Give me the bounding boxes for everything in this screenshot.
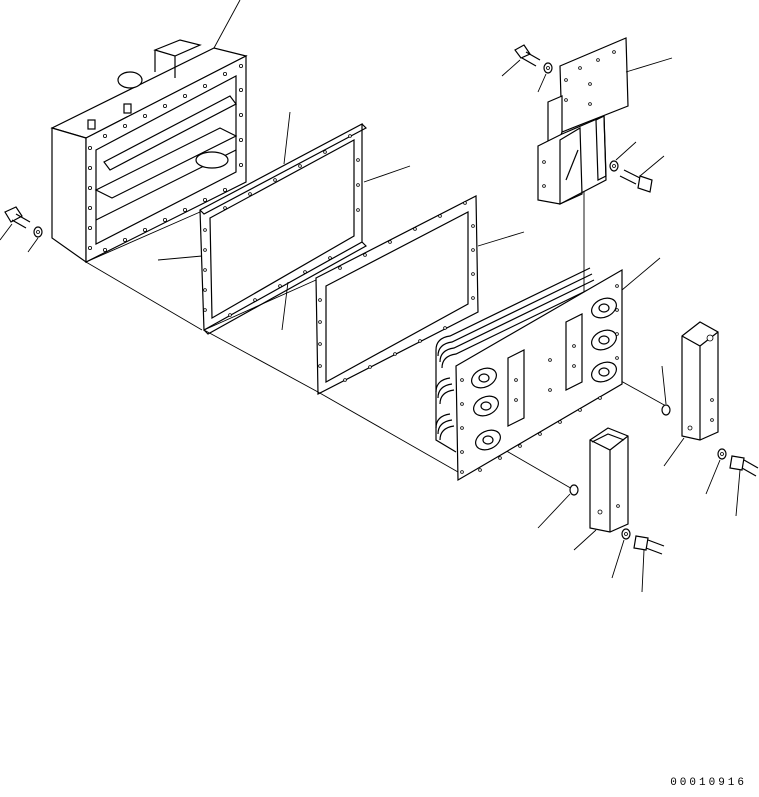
housing-gasket <box>157 111 411 335</box>
left-cover <box>573 427 629 551</box>
housing-flange-holes <box>88 64 243 252</box>
housing-bolt <box>0 206 43 253</box>
o-ring-left <box>537 484 579 529</box>
assembly-lines <box>85 188 667 491</box>
catalog-number: 00010916 <box>670 777 747 789</box>
cooler-housing <box>50 0 248 264</box>
bracket-bolt-side <box>609 141 665 193</box>
mounting-bracket <box>537 37 673 205</box>
core-gasket-holes <box>318 201 475 382</box>
o-ring-right <box>661 365 671 416</box>
core-fins <box>435 267 597 453</box>
left-bolt <box>611 528 665 593</box>
core-gasket <box>315 195 525 395</box>
bracket-bolt-top <box>501 44 553 93</box>
bracket-holes <box>542 50 616 188</box>
core-plate-holes <box>460 284 619 474</box>
housing-gasket-holes <box>203 134 360 317</box>
right-cover <box>663 321 719 467</box>
right-bolt <box>705 448 759 517</box>
oil-cooler-core <box>435 257 661 482</box>
core-ports <box>471 297 617 451</box>
